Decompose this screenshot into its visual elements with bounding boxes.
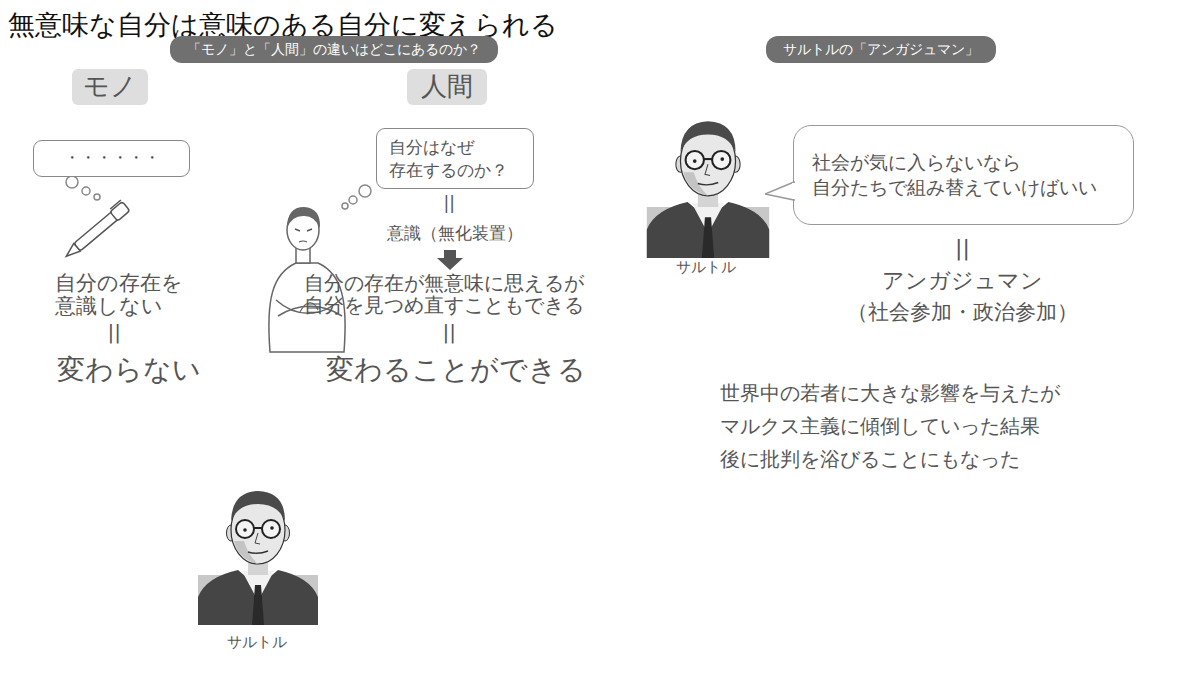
- concept-text: 意識（無化装置）: [387, 223, 524, 244]
- equals-mark: ||: [955, 234, 971, 262]
- category-box: モノ: [72, 69, 148, 105]
- section-pill: 「モノ」と「人間」の違いはどこにあるのか？: [170, 36, 498, 63]
- category-box-text: 人間: [421, 70, 473, 104]
- result-text: 変わらない: [57, 352, 202, 387]
- body-text: 世界中の若者に大きな影響を与えたが マルクス主義に傾倒していった結果 後に批判を…: [720, 377, 1072, 476]
- down-arrow: [437, 250, 463, 270]
- section-pill-text: 「モノ」と「人間」の違いはどこにあるのか？: [187, 40, 481, 58]
- speech-bubble: 社会が気に入らないなら 自分たちで組み替えていけばいい: [793, 125, 1134, 225]
- bubble-tail-dots: [66, 176, 371, 209]
- pen-drawing: [61, 200, 130, 261]
- speech-bubble-text: ・・・・・・: [64, 148, 160, 169]
- category-box: 人間: [407, 69, 487, 105]
- section-pill-text: サルトルの「アンガジュマン」: [783, 40, 979, 58]
- sartre-portrait: [198, 491, 318, 625]
- result-text: 変わることができる: [326, 352, 587, 387]
- concept-text: アンガジュマン: [882, 267, 1044, 295]
- thought-bubble: 自分はなぜ 存在するのか？: [376, 128, 534, 189]
- speech-bubble: ・・・・・・: [33, 140, 190, 177]
- body-text: 自分の存在を 意識しない: [55, 272, 194, 318]
- sartre-portrait: [647, 121, 769, 258]
- body-text: 自分の存在が無意味に思えるが 自分を見つめ直すこともできる: [304, 272, 596, 316]
- category-box-text: モノ: [83, 70, 137, 104]
- equals-mark: ||: [108, 320, 123, 345]
- portrait-caption: サルトル: [227, 633, 288, 652]
- section-pill: サルトルの「アンガジュマン」: [766, 36, 996, 63]
- thought-bubble-text: 自分はなぜ 存在するのか？: [389, 136, 518, 180]
- concept-text: （社会参加・政治参加）: [847, 299, 1079, 325]
- equals-mark: ||: [443, 320, 458, 345]
- bubble-tail: [765, 180, 797, 204]
- equals-mark: ||: [444, 193, 457, 214]
- speech-bubble-text: 社会が気に入らないなら 自分たちで組み替えていけばいい: [812, 150, 1112, 199]
- portrait-caption: サルトル: [676, 258, 737, 277]
